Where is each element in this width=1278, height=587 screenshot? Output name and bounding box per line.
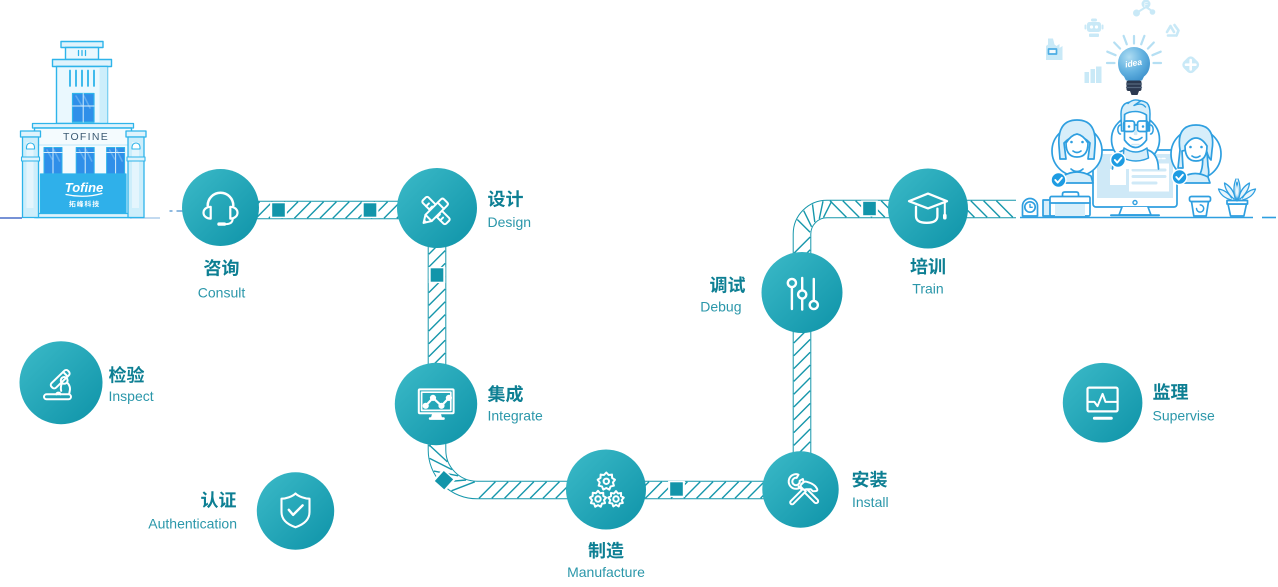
svg-text:Supervise: Supervise — [1153, 408, 1215, 424]
svg-text:Consult: Consult — [198, 284, 246, 300]
svg-text:F: F — [1144, 2, 1148, 9]
svg-text:Inspect: Inspect — [109, 388, 154, 404]
svg-text:Tofine: Tofine — [65, 180, 104, 195]
svg-text:TOFINE: TOFINE — [63, 131, 109, 143]
svg-text:Manufacture: Manufacture — [567, 564, 645, 580]
svg-text:Design: Design — [488, 214, 532, 230]
svg-text:Install: Install — [852, 494, 889, 510]
svg-text:Integrate: Integrate — [488, 408, 543, 424]
svg-text:Authentication: Authentication — [148, 516, 237, 532]
svg-text:Train: Train — [912, 281, 943, 297]
svg-text:idea: idea — [1124, 57, 1143, 70]
svg-text:Debug: Debug — [700, 299, 741, 315]
